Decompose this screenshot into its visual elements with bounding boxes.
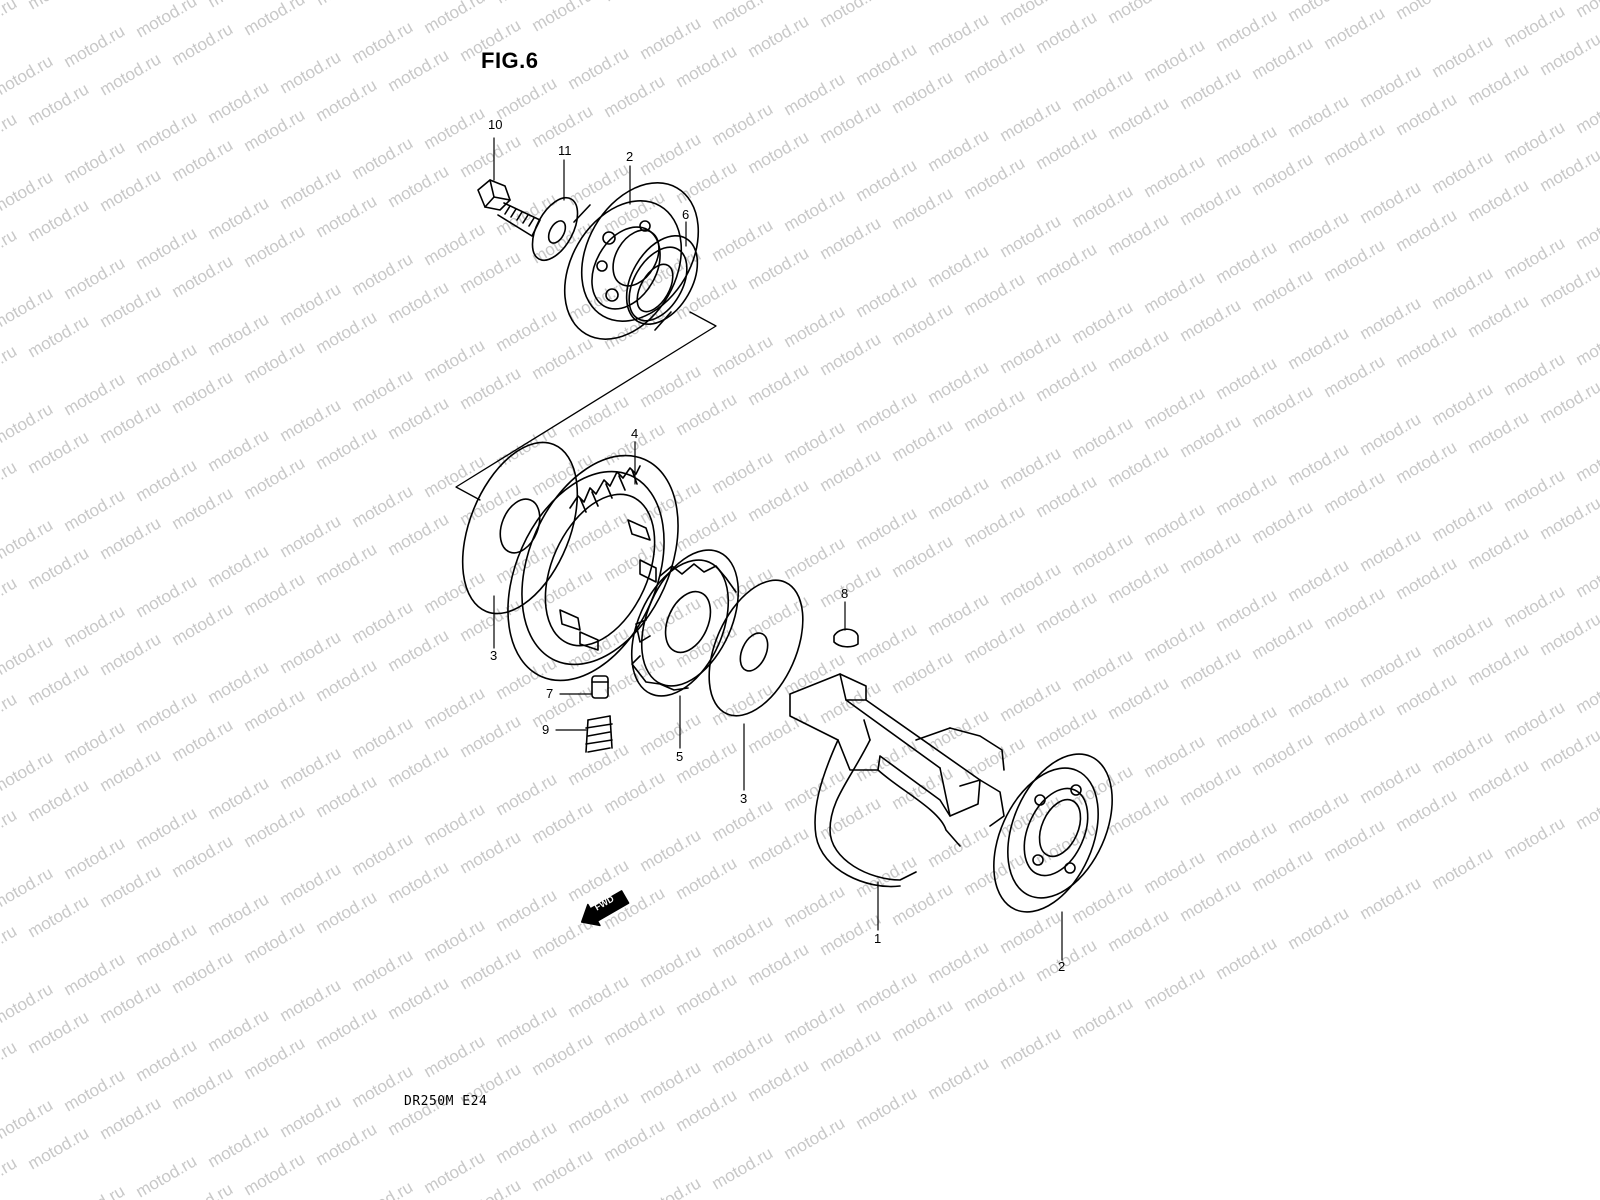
bolt-part — [477, 179, 541, 237]
callout-3-upper: 3 — [490, 648, 498, 663]
callout-2-upper: 2 — [626, 149, 634, 164]
thrust-washer-lower-part — [708, 579, 804, 717]
washer-part — [531, 197, 579, 261]
woodruff-key-part — [833, 628, 859, 648]
callout-6: 6 — [682, 207, 690, 222]
oil-seal-part — [625, 235, 699, 325]
lower-bearing-part — [993, 753, 1113, 913]
callout-5: 5 — [676, 749, 684, 764]
callout-3-lower: 3 — [740, 791, 748, 806]
model-code: DR250M E24 — [404, 1094, 488, 1109]
thrust-washer-part — [461, 441, 579, 615]
ratchet-part — [630, 549, 740, 697]
callout-9: 9 — [542, 722, 550, 737]
callout-1: 1 — [874, 931, 882, 946]
kick-shaft-part — [789, 673, 1005, 888]
figure-title: FIG.6 — [481, 48, 539, 73]
pin-part — [591, 675, 609, 699]
callout-4: 4 — [631, 426, 639, 441]
alignment-line — [455, 311, 717, 501]
callout-11: 11 — [558, 143, 572, 158]
callout-7: 7 — [546, 686, 554, 701]
callout-8: 8 — [841, 586, 849, 601]
leader-lines — [493, 137, 1063, 961]
callout-10: 10 — [488, 117, 503, 132]
callout-2-lower: 2 — [1058, 959, 1066, 974]
fwd-arrow-icon — [580, 890, 630, 927]
spring-part — [585, 715, 613, 753]
upper-bearing-part — [563, 182, 700, 340]
